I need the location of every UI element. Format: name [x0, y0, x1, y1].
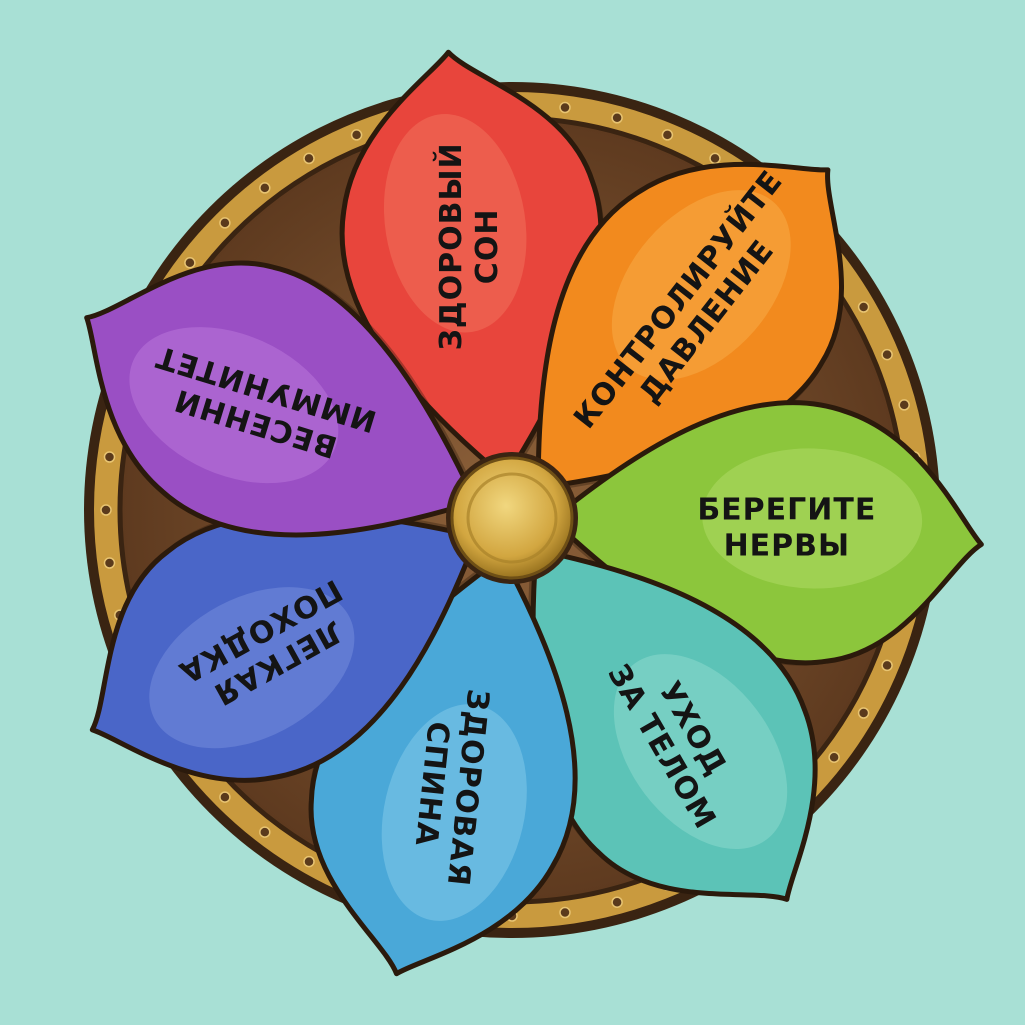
rim-stud [103, 557, 116, 569]
rim-stud [219, 791, 231, 803]
petal-immunity[interactable]: ВЕСЕННИИММУНИТЕТ [32, 201, 535, 618]
rim-stud [881, 348, 893, 361]
petal-label-line: СОН [470, 209, 505, 285]
petal-walk[interactable]: ЛЕГКАЯПОХОДКА [32, 413, 539, 849]
petal-spine[interactable]: ЗДОРОВАЯСПИНА [272, 522, 626, 1004]
rim-stud [559, 906, 571, 919]
rim-stud [559, 101, 571, 114]
petal-label-line: БЕРЕГИТЕ [697, 493, 876, 528]
petal-sleep[interactable]: ЗДОРОВЫЙСОН [315, 32, 642, 502]
petal-highlight [383, 114, 527, 333]
petal-highlight [702, 448, 923, 589]
rim-stud [611, 112, 623, 124]
rim-stud [661, 129, 674, 141]
rim-stud [184, 257, 196, 269]
rim-stud [828, 751, 840, 763]
petal-label-line: ЗДОРОВЫЙ [433, 142, 469, 350]
rim-stud [103, 451, 116, 463]
rim-stud [350, 129, 363, 141]
petal-label-sleep: ЗДОРОВЫЙСОН [433, 142, 505, 350]
petal-highlight [613, 654, 788, 850]
petal-highlight [149, 587, 355, 749]
rim-stud [611, 896, 623, 908]
rim-stud [881, 659, 893, 672]
hub [450, 456, 574, 580]
petal-highlight [129, 327, 339, 484]
rim-stud [259, 826, 271, 838]
petal-label-line: НЕРВЫ [724, 529, 851, 564]
rim-stud [709, 152, 721, 165]
rim-stud [303, 152, 315, 165]
rim-stud [898, 399, 910, 411]
petal-body[interactable]: УХОДЗА ТЕЛОМ [424, 471, 895, 976]
rim-stud [857, 707, 870, 719]
rim-stud [303, 855, 315, 868]
petal-highlight [381, 704, 527, 921]
petal-highlight [611, 190, 791, 380]
rim-stud [219, 217, 231, 229]
rim-stud [857, 301, 870, 313]
hub-inner-ring [466, 472, 558, 564]
petal-body [84, 260, 478, 538]
rim-stud [100, 504, 112, 516]
rim-stud [259, 182, 271, 194]
